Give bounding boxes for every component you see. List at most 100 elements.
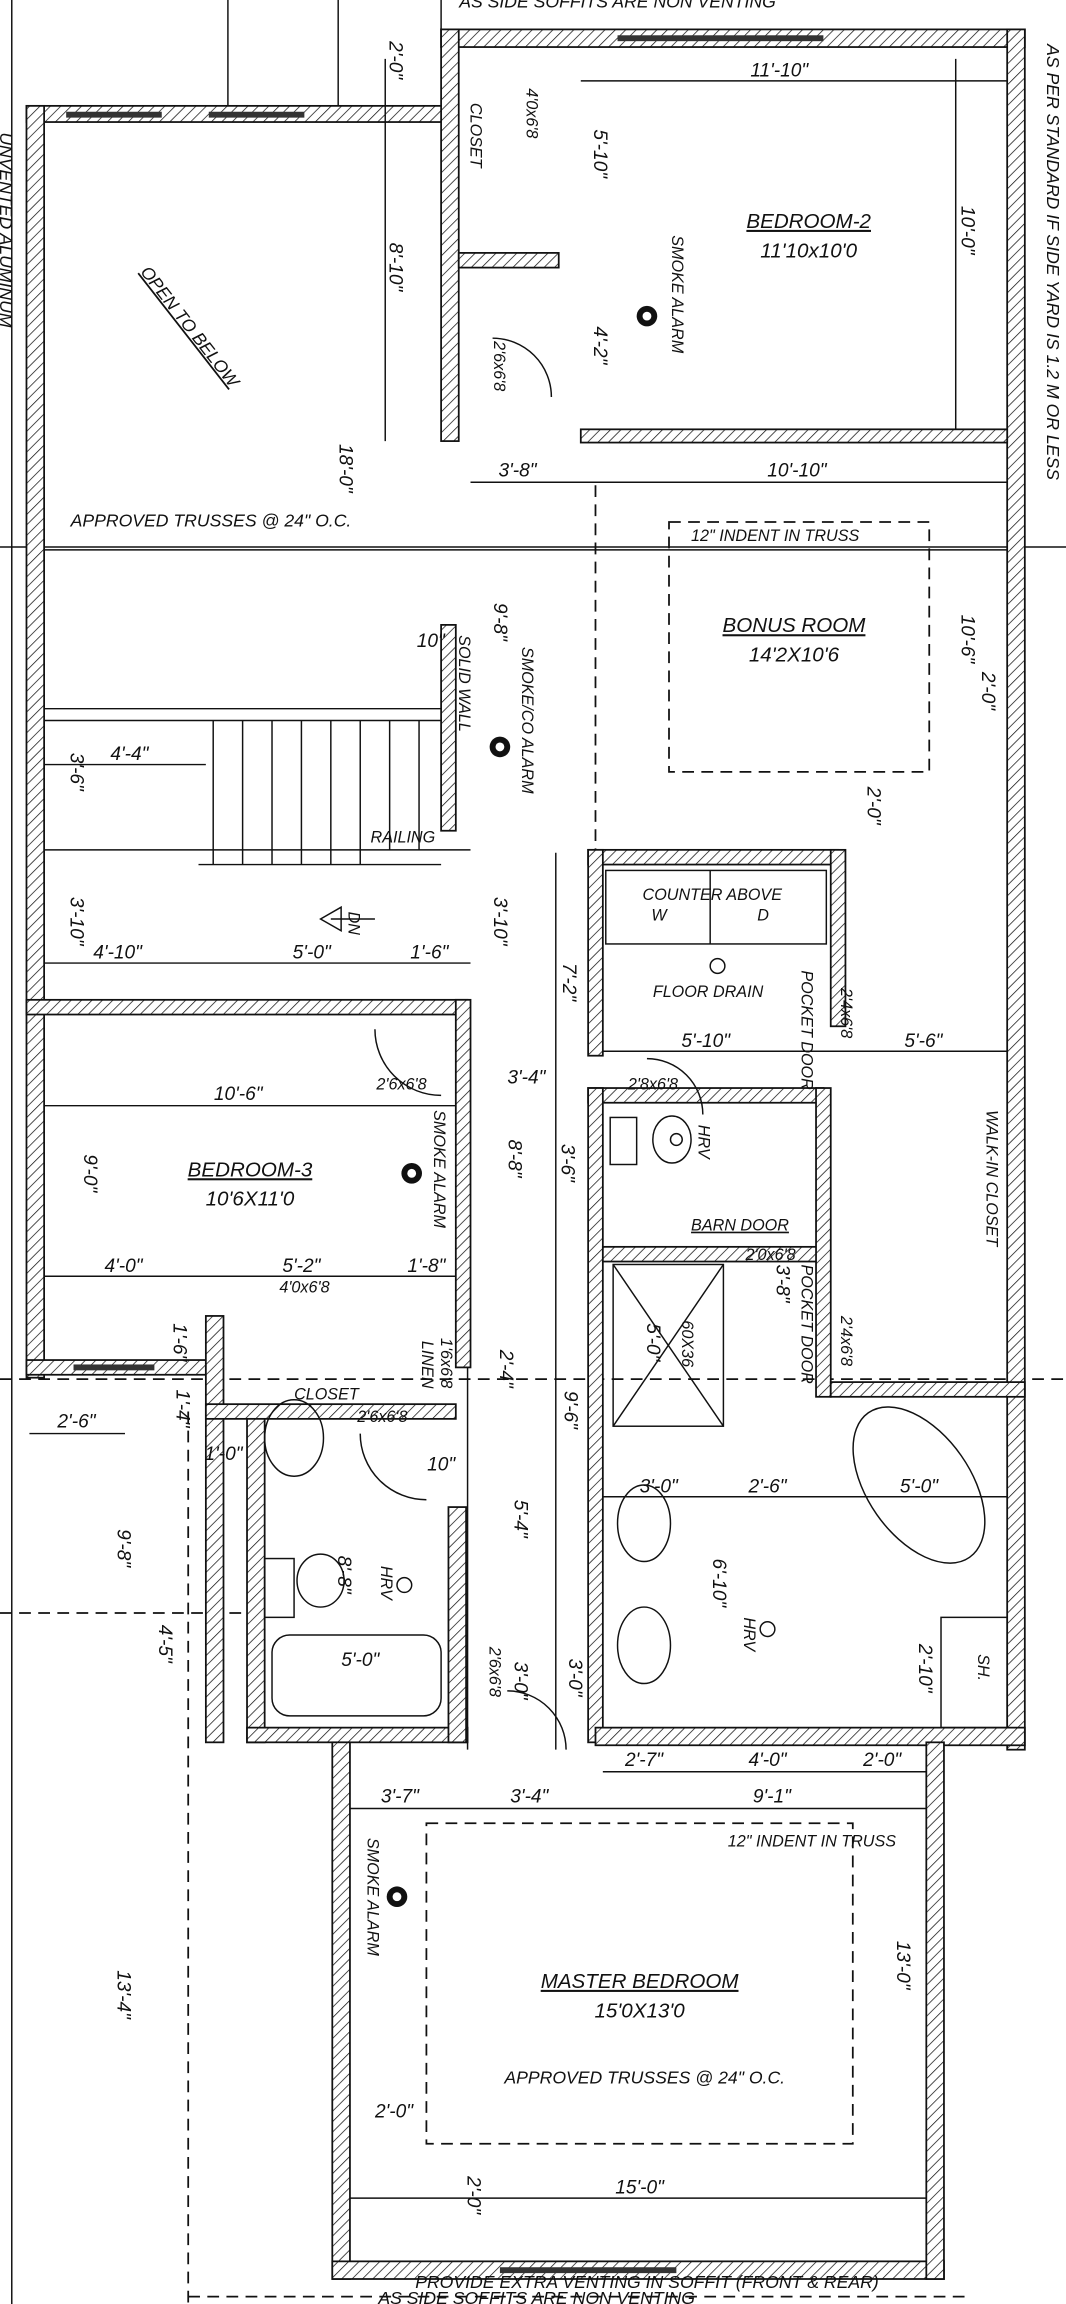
hrv-label: HRV: [377, 1566, 395, 1602]
smoke-alarm-label: SMOKE ALARM: [668, 235, 686, 353]
dimension-label: 3'-0": [510, 1661, 531, 1700]
walk-in-closet-label: WALK-IN CLOSET: [983, 1110, 1001, 1247]
dimension-label: 3'-8": [499, 460, 538, 481]
dimension-label: 5'-0": [900, 1476, 939, 1497]
dimension-label: 4'-10": [93, 943, 143, 964]
room-size-bedroom-2: 11'10x10'0: [760, 239, 857, 262]
pocket-door-label: POCKET DOOR: [797, 970, 815, 1090]
sink-icon: [616, 1606, 672, 1685]
pocket-door-label: POCKET DOOR: [797, 1264, 815, 1384]
dimension-label: 2'-0": [977, 671, 998, 711]
dimension-label: 5'-2": [282, 1256, 321, 1277]
linen-label: LINEN: [418, 1341, 436, 1389]
shower-label: SH.: [974, 1654, 992, 1681]
dimension-label: 9'-8": [489, 603, 510, 642]
door-size: 2'6x6'8: [375, 1076, 426, 1094]
smoke-alarm-label: SMOKE ALARM: [364, 1838, 382, 1956]
trusses-note: APPROVED TRUSSES @ 24" O.C.: [70, 510, 352, 530]
hrv-icon: [759, 1621, 776, 1638]
door-size: 4'0x6'8: [279, 1278, 329, 1296]
dimension-label: 3'-8": [771, 1264, 792, 1303]
dimension-label: 1'-6": [410, 943, 449, 964]
unvented-aluminum-note: UNVENTED ALUMINUM: [0, 132, 16, 328]
dimension-label: 9'-1": [753, 1787, 792, 1808]
dryer-label: D: [757, 906, 769, 924]
toilet-icon: [296, 1553, 345, 1608]
horizontal-dimensions: 11'-10" 3'-8" 10'-10" 4'-4" 4'-10" 5'-0"…: [56, 60, 943, 2198]
dimension-label: 2'-7": [624, 1750, 664, 1771]
dimension-label: 4'-2": [589, 326, 610, 365]
dimension-lines: [29, 58, 1008, 2199]
dimension-label: 10'-0": [957, 206, 978, 256]
vertical-dimensions: 2'-0" 8'-10" 18'-0" 10'-0" 4'-2" 5'-10" …: [66, 40, 999, 2215]
door-size: 2'6x6'8: [486, 1646, 504, 1697]
dimension-label: 2'-0": [862, 1750, 902, 1771]
door-size: 2'8x6'8: [627, 1076, 678, 1094]
dimension-label: 3'-0": [640, 1476, 679, 1497]
door-size: 2'0x6'8: [744, 1246, 795, 1264]
railing-label: RAILING: [371, 828, 436, 846]
room-size-master-bedroom: 15'0X13'0: [594, 1999, 685, 2022]
room-name-bonus: BONUS ROOM: [723, 614, 867, 637]
dimension-label: 1'-0": [204, 1444, 243, 1465]
dimension-label: 3'-6": [66, 753, 87, 792]
toilet-icon: [652, 1115, 692, 1164]
dimension-label: 3'-0": [564, 1659, 585, 1698]
dimension-label: 2'-6": [747, 1476, 787, 1497]
dimension-label: 15'-0": [615, 2178, 665, 2199]
dimension-label: 4'-0": [104, 1256, 143, 1277]
room-name-master-bedroom: MASTER BEDROOM: [541, 1970, 740, 1993]
dimension-label: 5'-0": [341, 1650, 380, 1671]
dimension-label: 2'-0": [862, 786, 883, 826]
dimension-label: 5'-4": [510, 1500, 531, 1539]
stair-arrow-icon: [319, 905, 342, 932]
dimension-label: 9'-6": [560, 1391, 581, 1430]
master-truss-indent: [425, 1822, 854, 2145]
dimension-label: 2'-0": [463, 2175, 484, 2215]
dimension-label: 6'-10": [708, 1559, 729, 1609]
door-size: 2'4x6'8: [837, 987, 855, 1038]
bonus-truss-indent: [668, 521, 931, 773]
solid-wall-label: SOLID WALL: [455, 635, 473, 732]
smoke-co-alarm-label: SMOKE/CO ALARM: [518, 647, 536, 794]
room-size-bonus: 14'2X10'6: [749, 644, 840, 667]
counter-above-label: COUNTER ABOVE: [643, 886, 783, 904]
door-size: 2'6x6'8: [490, 340, 508, 391]
dimension-label: 3'-7": [381, 1787, 420, 1808]
side-yard-note: AS PER STANDARD IF SIDE YARD IS 1.2 M OR…: [1043, 43, 1063, 480]
top-soffit-note: AS SIDE SOFFITS ARE NON VENTING: [458, 0, 776, 11]
room-name-bedroom-3: BEDROOM-3: [188, 1158, 313, 1181]
room-name-bedroom-2: BEDROOM-2: [746, 210, 871, 233]
dimension-label: 1'-4": [171, 1389, 192, 1428]
dimension-label: 2'-0": [385, 40, 406, 80]
floor-drain-icon: [709, 957, 726, 975]
dimension-label: 4'-4": [110, 744, 149, 765]
dimension-label: 10'-6": [214, 1084, 264, 1105]
dimension-label: 10'-6": [957, 615, 978, 665]
shower-size-label: 60X36: [678, 1320, 696, 1367]
dimension-label: 13'-0": [892, 1941, 913, 1991]
shower-icon: [612, 1263, 725, 1427]
dimension-label: 3'-10": [66, 897, 87, 947]
smoke-alarm-icon: [386, 1886, 408, 1908]
fixtures: [263, 337, 1008, 1750]
dimension-label: 2'-4": [495, 1349, 516, 1389]
walls: [25, 28, 1026, 2280]
dimension-label: 2'-6": [56, 1412, 96, 1433]
dimension-label: 5'-0": [293, 943, 332, 964]
floor-drain-label: FLOOR DRAIN: [653, 983, 764, 1001]
dimension-label: 5'-10": [589, 129, 610, 179]
smoke-alarm-icons: [386, 305, 776, 1908]
dimension-label: 1'-6": [169, 1323, 190, 1362]
dimension-label: 5'-6": [904, 1031, 943, 1052]
closet-label: CLOSET: [467, 103, 485, 169]
bathtub-icon: [271, 1634, 442, 1717]
dimension-label: 3'-6": [557, 1144, 578, 1183]
door-size-labels: 4'0x6'8 2'6x6'8 2'6x6'8 2'8x6'8 4'0x6'8 …: [279, 88, 855, 1697]
smoke-alarm-label: SMOKE ALARM: [430, 1110, 448, 1228]
closet-label: CLOSET: [294, 1386, 360, 1404]
door-size: 2'4x6'8: [837, 1315, 855, 1366]
bathtub-oval-icon: [852, 1406, 986, 1564]
dimension-label: 3'-4": [510, 1787, 549, 1808]
dimension-label: 8'-8": [504, 1140, 525, 1179]
